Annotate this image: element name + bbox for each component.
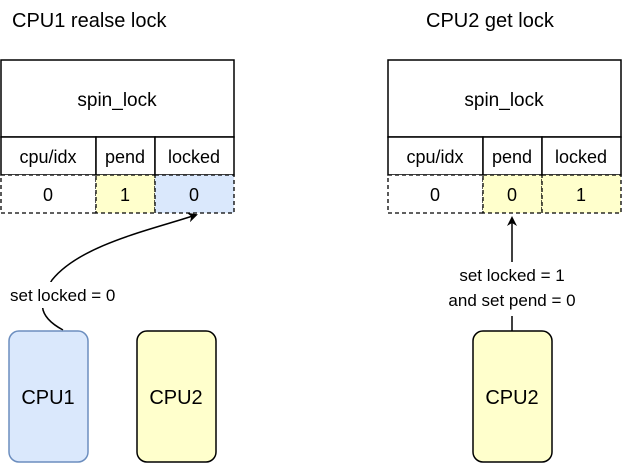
left-field-locked-label: locked — [168, 147, 220, 167]
left-field-pend-label: pend — [105, 147, 145, 167]
right-spinlock-label: spin_lock — [464, 90, 544, 111]
left-value-locked: 0 — [189, 185, 199, 205]
left-cpu2-label: CPU2 — [149, 387, 202, 409]
left-cpu1-box — [8, 330, 89, 463]
right-annotation-line2: and set pend = 0 — [448, 291, 575, 310]
left-arrow — [41, 212, 198, 331]
left-value-cpuidx: 0 — [43, 185, 53, 205]
left-value-pend: 1 — [120, 185, 130, 205]
right-value-pend: 0 — [507, 185, 517, 205]
left-spinlock-box — [0, 59, 235, 138]
left-spinlock-label: spin_lock — [77, 90, 157, 111]
right-annotation-bg — [424, 262, 600, 316]
right-title: CPU2 get lock — [426, 10, 555, 32]
left-cpu2-box — [136, 330, 217, 463]
right-cpu2-box — [472, 330, 553, 463]
left-field-locked — [154, 136, 235, 176]
right-field-locked — [541, 136, 622, 176]
left-annotation: set locked = 0 — [10, 286, 115, 305]
left-value-cpuidx-cell — [0, 174, 97, 214]
left-panel: CPU1 realse lock spin_lock cpu/idx pend … — [0, 10, 235, 463]
right-value-locked-cell — [541, 174, 622, 214]
left-field-cpuidx — [0, 136, 97, 176]
left-cpu1-label: CPU1 — [21, 387, 74, 409]
right-value-pend-cell — [482, 174, 543, 214]
left-field-cpuidx-label: cpu/idx — [19, 147, 76, 167]
right-field-locked-label: locked — [555, 147, 607, 167]
right-annotation-line1: set locked = 1 — [459, 266, 564, 285]
right-spinlock-box — [387, 59, 622, 138]
right-value-locked: 1 — [576, 185, 586, 205]
right-field-pend — [482, 136, 543, 176]
right-panel: CPU2 get lock spin_lock cpu/idx pend loc… — [387, 10, 622, 463]
left-title: CPU1 realse lock — [12, 10, 168, 32]
right-field-pend-label: pend — [492, 147, 532, 167]
right-cpu2-label: CPU2 — [485, 387, 538, 409]
left-annotation-bg — [8, 282, 148, 308]
right-field-cpuidx-label: cpu/idx — [406, 147, 463, 167]
right-value-cpuidx-cell — [387, 174, 484, 214]
right-value-cpuidx: 0 — [430, 185, 440, 205]
